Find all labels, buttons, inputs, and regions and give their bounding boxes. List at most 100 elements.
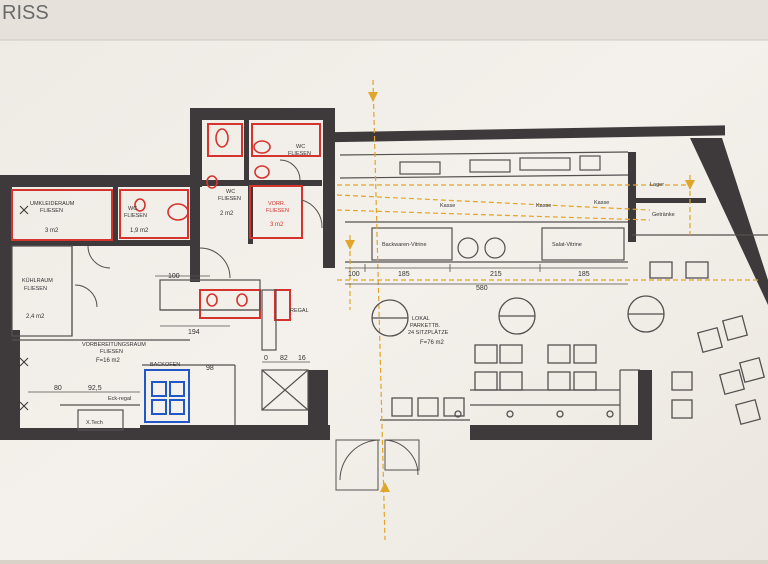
vitrine-right-label: Salat-Vitrine: [552, 242, 582, 248]
wall-wc-top: [190, 108, 335, 120]
outlet-icon: [19, 205, 29, 215]
vorbereitung-area: F=16 m2: [96, 358, 121, 364]
wall-wc1-right: [190, 187, 200, 282]
toilet-icon: [167, 203, 189, 221]
axis-horizontal: [336, 209, 651, 221]
wc2-area: 2 m2: [220, 211, 234, 217]
door-swing: [74, 284, 98, 308]
wc1-area: 1,9 m2: [130, 228, 149, 234]
wall-top-left: [0, 175, 190, 187]
outlet-icon: [19, 357, 29, 367]
vitrine-left-box: [371, 227, 453, 261]
sink-icon: [206, 293, 218, 307]
wc-top-label-2: FLIESEN: [288, 151, 311, 157]
umkleide-area: 3 m2: [45, 228, 59, 234]
dimension-16: 16: [298, 355, 306, 362]
wall-wc-split: [244, 120, 249, 182]
wc2-label-1: WC: [226, 189, 235, 195]
wall-inner-left: [12, 330, 20, 430]
dimension-185a: 185: [398, 271, 410, 278]
oven-rack: [169, 399, 185, 415]
dimension-80: 80: [54, 385, 62, 392]
vitrine-left-label: Backwaren-Vitrine: [382, 242, 427, 248]
wc2-label-2: FLIESEN: [218, 196, 241, 202]
chair: [685, 261, 709, 279]
xtech-label: X.Tech: [86, 420, 103, 426]
coffee-counter: [519, 157, 571, 171]
chair: [499, 344, 523, 364]
door-swing: [199, 247, 231, 279]
bench-seat: [506, 410, 514, 418]
stair-block: [261, 369, 309, 411]
wc-top-label-1: WC: [296, 144, 305, 150]
entrance-door-left: [335, 439, 379, 491]
axis-lines: [336, 79, 760, 541]
dimension-100b: 100: [168, 273, 180, 280]
counter-top-line: [339, 151, 629, 156]
oven-rack: [151, 381, 167, 397]
dimension-0: 0: [264, 355, 268, 362]
chair: [573, 371, 597, 391]
dimension-580: 580: [476, 285, 488, 292]
chair: [443, 397, 465, 417]
wall-bottom-right: [470, 425, 650, 440]
bench-seat: [556, 410, 564, 418]
vorbereitung-label-2: FLIESEN: [100, 349, 123, 355]
axis-arrow: [380, 482, 390, 492]
getraenke-label: Getränke: [652, 212, 675, 218]
kuehlraum-area: 2,4 m2: [26, 314, 45, 320]
chair: [738, 356, 766, 384]
wc1-label-2: FLIESEN: [124, 213, 147, 219]
wall-lager-bottom: [636, 198, 706, 203]
oven-counter: [399, 161, 441, 175]
chair: [649, 261, 673, 279]
wall-wc-bottom: [202, 180, 322, 186]
dimension-labels: 100 185 215 185 580 100 194 98 80 92,5 0…: [54, 271, 590, 392]
dimension-82: 82: [280, 355, 288, 362]
room-labels: UMKLEIDERAUM FLIESEN 3 m2 WC FLIESEN 1,9…: [22, 144, 675, 426]
vorr-label-1: VORR.: [268, 201, 286, 207]
header-band: [0, 0, 768, 40]
kasse3-label: Kasse: [594, 200, 609, 206]
entrance-door-swing: [339, 439, 381, 481]
bench-seat: [606, 410, 614, 418]
wall-right-slanted: [690, 138, 768, 305]
chair: [547, 371, 571, 391]
axis-arrow: [685, 180, 695, 190]
dimension-lines: [28, 264, 628, 393]
vorr-room-outline: [249, 185, 303, 239]
dimension-215: 215: [490, 271, 502, 278]
chair: [417, 397, 439, 417]
wall-umkleide-bottom: [12, 240, 192, 246]
vorbereitung-label-1: VORBEREITUNGSRAUM: [82, 342, 146, 348]
wall-wc-right: [323, 108, 335, 268]
wall-lager-left: [628, 152, 636, 242]
wall-bottom-pillar: [308, 370, 328, 440]
structure-lines: [11, 151, 768, 431]
eck-label: Eck-regal: [108, 396, 131, 402]
plan-title: RISS: [2, 2, 49, 24]
kasse1-label: Kasse: [440, 203, 455, 209]
entrance-door-right: [384, 439, 420, 471]
umkleide-label-2: FLIESEN: [40, 208, 63, 214]
doors: [74, 159, 420, 491]
dimension-194: 194: [188, 329, 200, 336]
chair: [721, 314, 749, 342]
dimension-92-5: 92,5: [88, 385, 102, 392]
appliance-box: [579, 155, 601, 171]
axis-horizontal: [336, 194, 651, 211]
chair: [474, 344, 498, 364]
regal-shelf: [261, 289, 277, 351]
kasse2-label: Kasse: [536, 203, 551, 209]
lokal-area: F=76 m2: [420, 340, 445, 346]
wall-wc1-left: [113, 187, 118, 245]
chair: [734, 398, 762, 426]
wc-cubicle-top-left: [207, 123, 243, 157]
oven-rack: [151, 399, 167, 415]
lokal-label-1: LOKAL: [412, 316, 430, 322]
door-swing: [279, 159, 301, 181]
wall-store-top: [335, 125, 725, 143]
display-circle: [457, 237, 479, 259]
stair-cross: [261, 369, 309, 411]
